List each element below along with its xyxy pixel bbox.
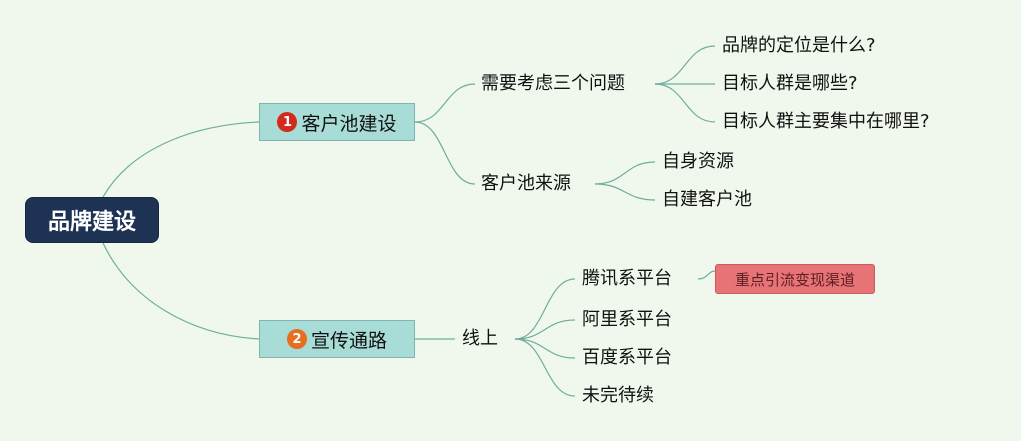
callout-key-channel[interactable]: 重点引流变现渠道 [715, 264, 875, 294]
leaf-to-be-continued[interactable]: 未完待续 [582, 385, 654, 406]
leaf-target-audience[interactable]: 目标人群是哪些? [722, 73, 858, 94]
link-branch1-sub2 [414, 121, 476, 185]
link-branch1-sub1 [414, 83, 476, 123]
leaf-brand-positioning[interactable]: 品牌的定位是什么? [722, 35, 876, 56]
leaf-audience-location[interactable]: 目标人群主要集中在哪里? [722, 111, 930, 132]
callout-label: 重点引流变现渠道 [734, 270, 855, 289]
link-root-branch2 [102, 242, 260, 340]
leaf-self-built-pool[interactable]: 自建客户池 [662, 189, 752, 210]
topic-three-questions[interactable]: 需要考虑三个问题 [481, 73, 625, 94]
leaf-baidu-platforms[interactable]: 百度系平台 [582, 347, 672, 368]
link-root-branch1 [102, 121, 260, 198]
branch-node-customer-pool[interactable]: 1 客户池建设 [259, 103, 415, 141]
root-label: 品牌建设 [47, 210, 136, 235]
link-sub2-leaf2 [594, 183, 656, 201]
link-callout [697, 270, 716, 280]
link-online-leaf3 [514, 338, 576, 359]
link-online-leaf2 [514, 319, 576, 340]
topic-online[interactable]: 线上 [462, 328, 498, 349]
leaf-own-resources[interactable]: 自身资源 [662, 151, 734, 172]
priority-badge-1: 1 [277, 112, 298, 132]
leaf-tencent-platforms[interactable]: 腾讯系平台 [582, 268, 672, 289]
link-online-leaf1 [514, 278, 576, 340]
branch-node-promotion-channels[interactable]: 2 宣传通路 [259, 320, 415, 358]
link-online-leaf4 [514, 338, 576, 397]
topic-customer-pool-source[interactable]: 客户池来源 [481, 173, 571, 194]
link-sub1-leaf3 [654, 83, 716, 123]
root-node[interactable]: 品牌建设 [25, 197, 159, 243]
branch-label: 客户池建设 [301, 112, 397, 135]
leaf-alibaba-platforms[interactable]: 阿里系平台 [582, 309, 672, 330]
link-sub1-leaf1 [654, 45, 716, 85]
link-sub2-leaf1 [594, 161, 656, 185]
priority-badge-2: 2 [286, 329, 307, 349]
branch-label: 宣传通路 [310, 329, 387, 352]
